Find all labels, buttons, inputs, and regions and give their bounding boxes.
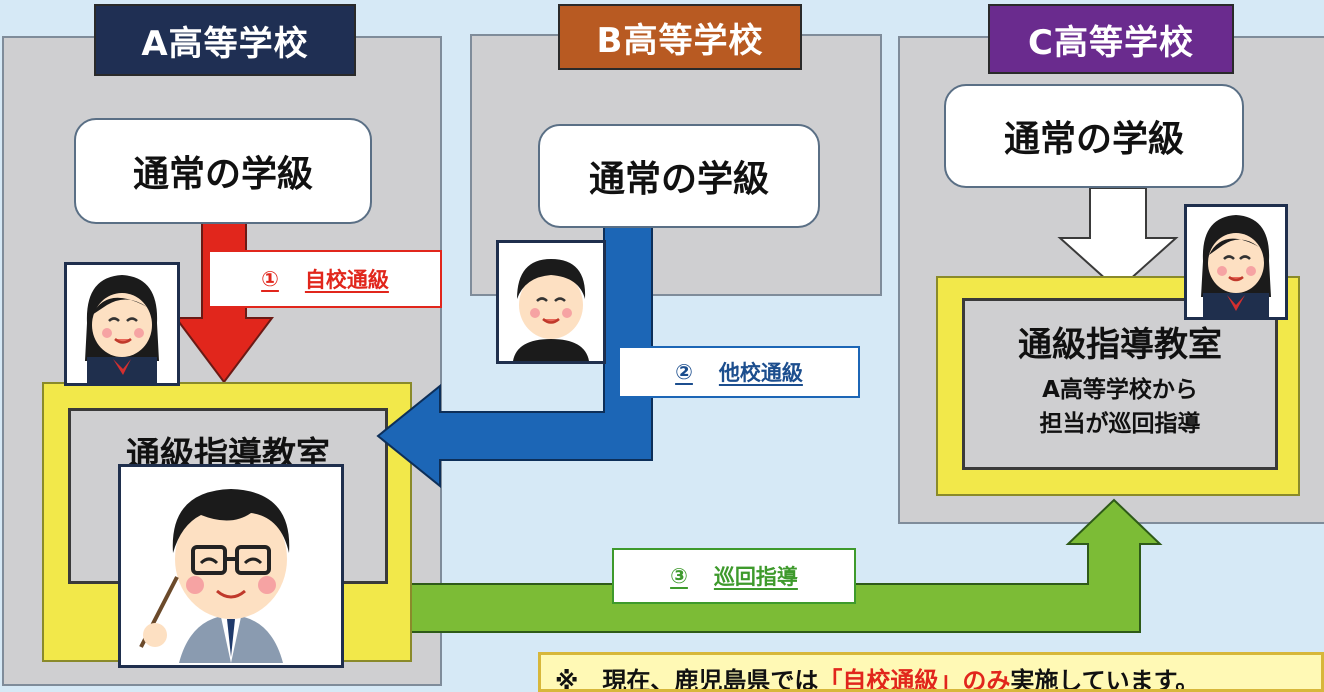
school-c-label: C高等学校 [988,4,1234,74]
b-regular-class: 通常の学級 [538,124,820,228]
a-regular-class: 通常の学級 [74,118,372,224]
student-girl-c-icon [1184,204,1288,320]
other-attend-arrow-layer [376,221,653,489]
teacher-icon [118,464,344,668]
c-guidance-room: 通級指導教室 A高等学校から 担当が巡回指導 [962,298,1278,470]
c-regular-to-room-arrow [1057,187,1179,292]
note-highlight: 「自校通級」のみ [818,667,1011,692]
note-prefix: ※ 現在、鹿児島県では [555,667,819,692]
student-boy-icon [496,240,606,364]
school-b-label: B高等学校 [558,4,802,70]
student-girl-icon [64,262,180,386]
c-room-note-line1: A高等学校から [1042,377,1198,403]
c-room-note-line2: 担当が巡回指導 [1039,411,1201,437]
other-attend-label: 他校通級 [718,361,803,385]
self-attend-num: ① [261,267,279,291]
other-attend-tag: ② 他校通級 [618,346,860,398]
school-a-label: A高等学校 [94,4,356,76]
tour-guidance-arrow [339,498,1163,633]
other-attend-arrow [376,221,653,489]
c-guidance-room-title: 通級指導教室 [1018,325,1222,365]
tour-guidance-num: ③ [670,564,688,588]
tour-guidance-tag: ③ 巡回指導 [612,548,856,604]
tour-guidance-label: 巡回指導 [713,565,798,589]
self-attend-tag: ① 自校通級 [208,250,442,308]
c-regular-class: 通常の学級 [944,84,1244,188]
other-attend-num: ② [675,360,693,384]
bottom-note: ※ 現在、鹿児島県では「自校通級」のみ実施しています。 [538,652,1324,692]
note-suffix: 実施しています。 [1010,667,1200,692]
self-attend-label: 自校通級 [304,268,389,292]
